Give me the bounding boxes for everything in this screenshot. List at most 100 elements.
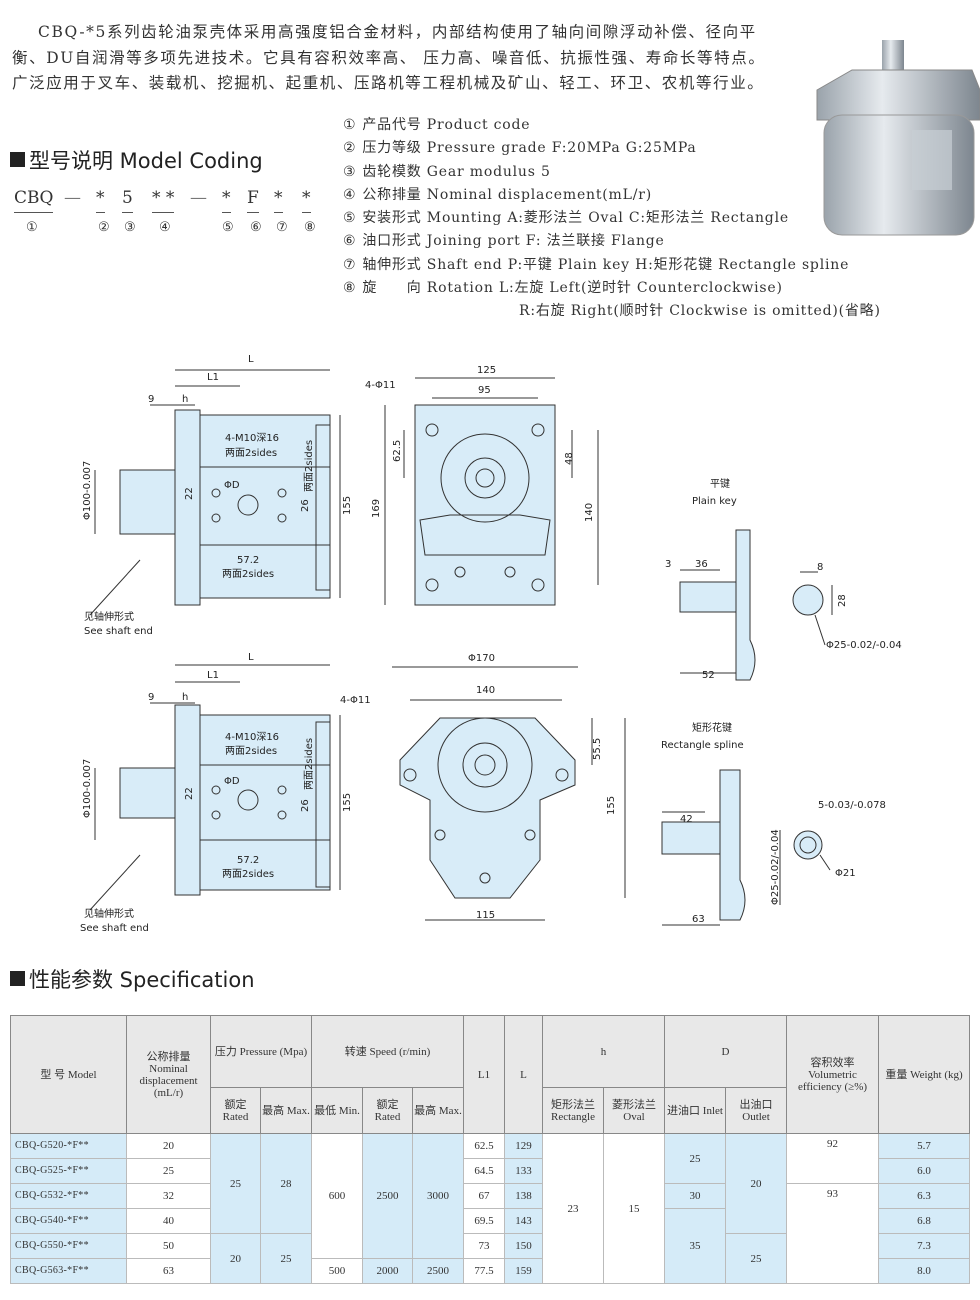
text-cell: 30 (664, 1183, 726, 1209)
text-cell: ⑤ (343, 210, 357, 227)
header-L: L (504, 1015, 543, 1134)
dim-label: 140 (584, 503, 595, 522)
text-cell: 3000 (412, 1133, 464, 1259)
code-part: * (274, 188, 283, 213)
dim-label: 两面2sides (225, 448, 277, 459)
dim-label: 见轴伸形式 (84, 907, 134, 920)
model-coding-title: 型号说明 Model Coding (29, 149, 263, 173)
text-cell: ⑧ (343, 280, 357, 297)
text-cell: 63 (126, 1258, 211, 1284)
text-cell: 8.0 (878, 1258, 970, 1284)
specification-heading: 性能参数 Specification (10, 964, 255, 994)
text-cell: 15 (603, 1133, 665, 1284)
dim-label: Φ21 (835, 868, 856, 879)
header-model: 型 号 Model (10, 1015, 127, 1134)
text-cell: 133 (504, 1158, 543, 1184)
dim-label: 4-M10深16 (225, 731, 279, 743)
header-weight: 重量 Weight (kg) (878, 1015, 970, 1134)
dim-label: 62.5 (392, 440, 403, 462)
text-cell: 77.5 (463, 1258, 505, 1284)
text-cell: 92 (786, 1133, 879, 1184)
dim-label: 125 (477, 365, 496, 376)
drawing-title: 矩形花键 (692, 721, 732, 734)
dim-label: 155 (342, 793, 353, 812)
specification-title: 性能参数 Specification (29, 968, 255, 992)
rectangle-spline-drawing (661, 769, 831, 926)
header-efficiency: 容积效率 Volumetric efficiency (≥%) (786, 1015, 879, 1134)
plain-key-drawing (679, 529, 833, 681)
dim-label: 95 (478, 385, 491, 396)
text-cell: 2000 (362, 1258, 413, 1284)
header-speed: 转速 Speed (r/min) (311, 1015, 464, 1088)
text-cell: 23 (542, 1133, 604, 1284)
text-cell: 25 (210, 1133, 261, 1234)
code-num: ④ (159, 220, 171, 235)
header-L1: L1 (463, 1015, 505, 1134)
text-cell: 500 (311, 1258, 363, 1284)
dim-label: See shaft end (84, 626, 153, 637)
code-part: * * (152, 188, 175, 213)
text-cell: CBQ-G525-*F** (10, 1158, 127, 1184)
pump-photo (816, 40, 980, 236)
legend-item: ⑤ 安装形式 Mounting A:菱形法兰 Oval C:矩形法兰 Rectan… (343, 207, 881, 230)
dim-label: 36 (695, 559, 708, 570)
text-cell: 产品代号 Product code (362, 117, 531, 133)
text-cell: 25 (664, 1133, 726, 1184)
text-cell: 轴伸形式 Shaft end P:平键 Plain key H:矩形花键 Rec… (362, 256, 850, 273)
text-cell: 6.3 (878, 1183, 970, 1209)
header-displacement: 公称排量 Nominal displacement (mL/r) (126, 1015, 211, 1134)
dim-label: 4-Φ11 (365, 380, 396, 391)
header-pressure-rated: 额定 Rated (210, 1087, 261, 1134)
dim-label: 52 (702, 670, 715, 681)
text-cell: 油口形式 Joining port F: 法兰联接 Flange (362, 233, 665, 250)
code-num: ① (26, 220, 38, 235)
code-part: 5 (122, 188, 133, 213)
legend-item: R:右旋 Right(顺时针 Clockwise is omitted)(省略) (343, 300, 881, 323)
text-cell: 2500 (412, 1258, 464, 1284)
dim-label: 两面2sides (304, 738, 315, 790)
dim-label: L1 (207, 670, 219, 681)
dim-label: Φ25-0.02/-0.04 (770, 829, 781, 905)
dim-label: 115 (476, 910, 495, 921)
side-view-drawing-1 (89, 369, 341, 616)
code-part: * (222, 188, 231, 213)
text-cell: ④ (343, 186, 357, 203)
dim-label: Φ100-0.007 (82, 461, 93, 520)
text-cell: 35 (664, 1208, 726, 1284)
text-cell: 5.7 (878, 1133, 970, 1159)
text-cell: 150 (504, 1233, 543, 1259)
header-D: D (664, 1015, 787, 1088)
text-cell: 20 (725, 1133, 787, 1234)
dim-label: ΦD (224, 480, 240, 491)
dim-label: 4-M10深16 (225, 432, 279, 444)
text-cell: 7.3 (878, 1233, 970, 1259)
dim-label: L (248, 652, 254, 663)
text-cell: 6.0 (878, 1158, 970, 1184)
text-cell: 安装形式 Mounting A:菱形法兰 Oval C:矩形法兰 Rectang… (362, 210, 789, 227)
dim-label: 42 (680, 814, 693, 825)
dim-label: 两面2sides (222, 869, 274, 880)
dim-label: 5-0.03/-0.078 (818, 800, 886, 811)
dim-label: 见轴伸形式 (84, 610, 134, 623)
text-cell: 20 (210, 1233, 261, 1284)
dim-label: 4-Φ11 (340, 695, 371, 706)
header-inlet: 进油口 Inlet (664, 1087, 726, 1134)
drawing-title: Plain key (692, 496, 737, 507)
text-cell: 20 (126, 1133, 211, 1159)
text-cell: 159 (504, 1258, 543, 1284)
text-cell: CBQ-G520-*F** (10, 1133, 127, 1159)
code-num: ⑤ (222, 220, 234, 235)
text-cell: 25 (260, 1233, 312, 1284)
text-cell: 64.5 (463, 1158, 505, 1184)
text-cell: ③ (343, 163, 357, 180)
bullet-square-icon (10, 971, 25, 986)
header-outlet: 出油口 Outlet (725, 1087, 787, 1134)
text-cell: 50 (126, 1233, 211, 1259)
dim-label: h (182, 692, 188, 703)
text-cell: 143 (504, 1208, 543, 1234)
